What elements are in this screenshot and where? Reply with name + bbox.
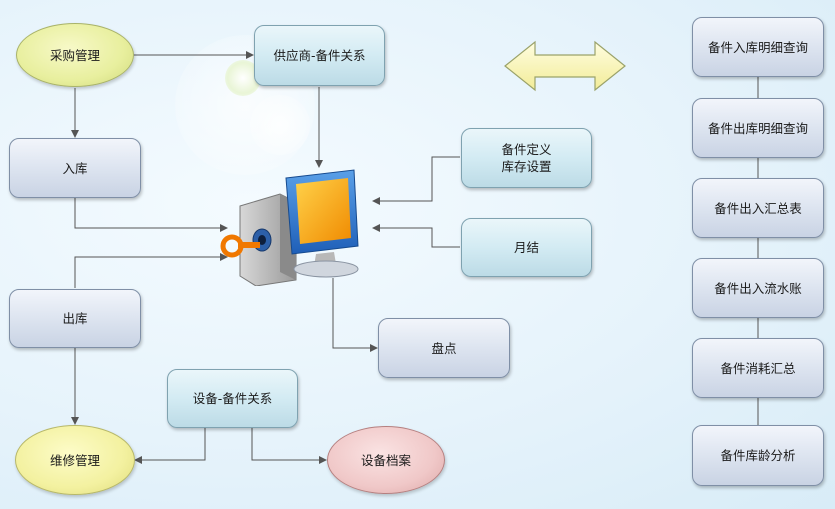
connector-definition-computer [372, 156, 460, 205]
purchase-management-node[interactable]: 采购管理 [16, 23, 134, 87]
part-definition-node[interactable]: 备件定义 库存设置 [461, 128, 592, 188]
connector-outbound-computer [74, 253, 228, 288]
supplier-part-relation-node[interactable]: 供应商-备件关系 [254, 25, 385, 86]
report-consumption-summary[interactable]: 备件消耗汇总 [692, 338, 824, 398]
connector-computer-stocktake [332, 278, 378, 352]
connector-equipment-archive [251, 428, 327, 464]
report-outbound-detail-query[interactable]: 备件出库明细查询 [692, 98, 824, 158]
computer-key-icon [220, 169, 359, 286]
stocktake-node[interactable]: 盘点 [378, 318, 510, 378]
connector-inbound-computer [74, 198, 228, 232]
report-inbound-detail-query[interactable]: 备件入库明细查询 [692, 17, 824, 77]
report-in-out-summary[interactable]: 备件出入汇总表 [692, 178, 824, 238]
equipment-part-relation-node[interactable]: 设备-备件关系 [167, 369, 298, 428]
double-arrow-icon [504, 40, 626, 92]
outbound-node[interactable]: 出库 [9, 289, 141, 348]
maintenance-management-node[interactable]: 维修管理 [15, 425, 135, 495]
report-in-out-journal[interactable]: 备件出入流水账 [692, 258, 824, 318]
report-stock-age-analysis[interactable]: 备件库龄分析 [692, 425, 824, 486]
connector-monthly-computer [372, 224, 460, 248]
equipment-archive-node[interactable]: 设备档案 [327, 426, 445, 494]
inbound-node[interactable]: 入库 [9, 138, 141, 198]
connector-equipment-maintenance [134, 428, 206, 464]
monthly-close-node[interactable]: 月结 [461, 218, 592, 277]
